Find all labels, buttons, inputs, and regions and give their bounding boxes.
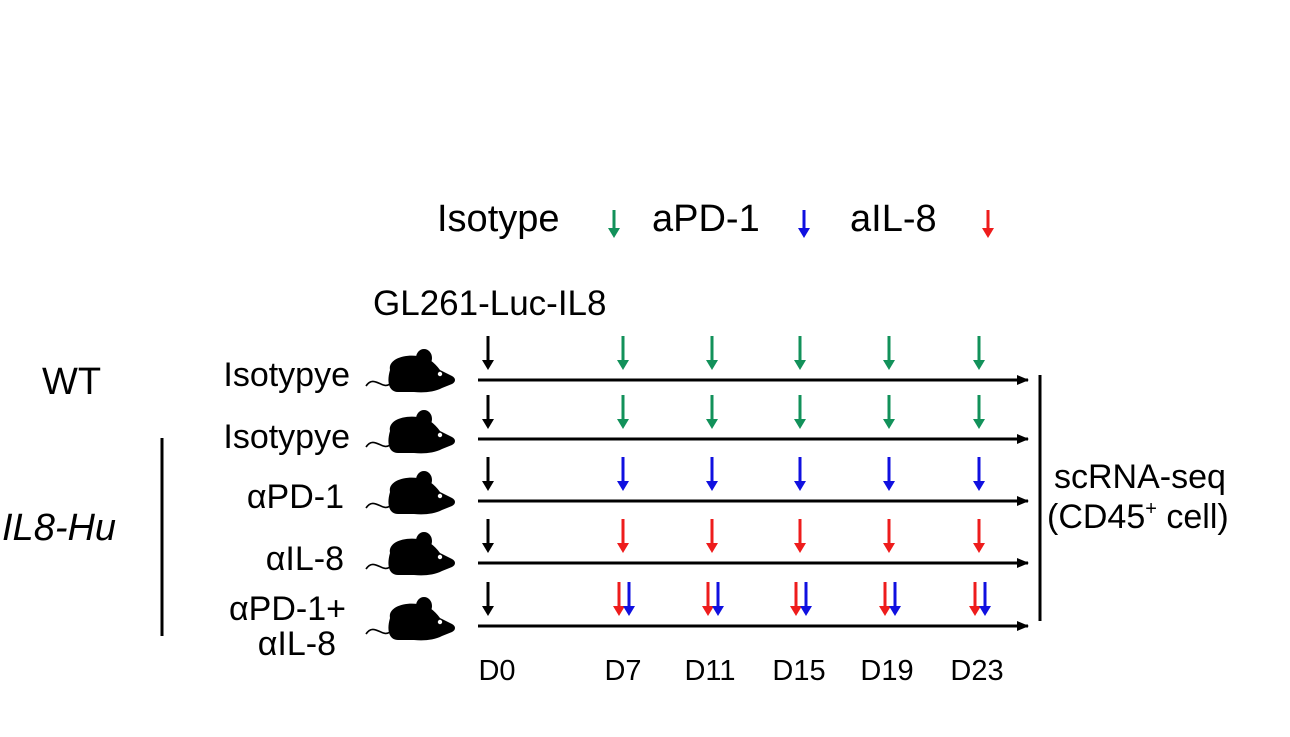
legend: Isotype aPD-1 aIL-8 xyxy=(437,198,994,240)
dose-arrow-icon xyxy=(883,395,895,429)
dose-arrow-icon xyxy=(889,582,901,616)
dose-arrow-icon xyxy=(613,582,625,616)
dose-arrow-icon xyxy=(617,336,629,370)
group-labels: Isotypye Isotypye αPD-1 αIL-8 αPD-1+ αIL… xyxy=(223,356,350,663)
readout-line2-superscript: + xyxy=(1145,498,1157,520)
dose-arrow-icon xyxy=(794,457,806,491)
dose-arrow-icon xyxy=(794,336,806,370)
injection-arrow-icon xyxy=(482,336,494,370)
dose-arrow-icon xyxy=(883,457,895,491)
dose-arrows xyxy=(482,336,991,616)
mouse-icon xyxy=(365,348,456,394)
legend-ail8-arrow-icon xyxy=(982,210,994,238)
mouse-icon xyxy=(365,596,456,642)
day-label: D11 xyxy=(684,655,735,687)
injection-arrow-icon xyxy=(482,519,494,553)
dose-arrow-icon xyxy=(617,395,629,429)
injection-arrow-icon xyxy=(482,582,494,616)
genotype-wt-label: WT xyxy=(42,361,101,403)
legend-apd1-label: aPD-1 xyxy=(652,198,760,240)
dose-arrow-icon xyxy=(790,582,802,616)
down-arrow-icon xyxy=(608,210,620,238)
legend-ail8-label: aIL-8 xyxy=(850,198,937,240)
legend-isotype-arrow-icon xyxy=(608,210,620,238)
dose-arrow-icon xyxy=(794,519,806,553)
group-label-line2: αIL-8 xyxy=(258,625,336,663)
day-label: D15 xyxy=(772,655,825,687)
day-label: D23 xyxy=(950,655,1003,687)
legend-isotype-label: Isotype xyxy=(437,198,560,240)
timelines xyxy=(478,375,1029,631)
legend-apd1-arrow-icon xyxy=(798,210,810,238)
dose-arrow-icon xyxy=(702,582,714,616)
injection-arrow-icon xyxy=(482,395,494,429)
readout-label-line2: (CD45+ cell) xyxy=(1047,498,1229,536)
injection-label: GL261-Luc-IL8 xyxy=(373,284,606,323)
dose-arrow-icon xyxy=(706,336,718,370)
dose-arrow-icon xyxy=(883,336,895,370)
mouse-icons xyxy=(365,348,456,642)
group-label: αPD-1 xyxy=(247,478,344,516)
readout-line2-suffix: cell) xyxy=(1157,498,1229,536)
genotype-il8hu-label: IL8-Hu xyxy=(2,507,116,549)
dose-arrow-icon xyxy=(706,457,718,491)
injection-arrow-icon xyxy=(482,457,494,491)
mouse-icon xyxy=(365,531,456,577)
dose-arrow-icon xyxy=(879,582,891,616)
day-label: D19 xyxy=(860,655,913,687)
group-label: Isotypye xyxy=(223,418,350,456)
dose-arrow-icon xyxy=(973,519,985,553)
dose-arrow-icon xyxy=(617,457,629,491)
dose-arrow-icon xyxy=(800,582,812,616)
down-arrow-icon xyxy=(982,210,994,238)
dose-arrow-icon xyxy=(712,582,724,616)
down-arrow-icon xyxy=(798,210,810,238)
group-label: Isotypye xyxy=(223,356,350,394)
dose-arrow-icon xyxy=(973,457,985,491)
dose-arrow-icon xyxy=(883,519,895,553)
group-label: αIL-8 xyxy=(266,540,344,578)
dose-arrow-icon xyxy=(973,336,985,370)
readout-label-line1: scRNA-seq xyxy=(1054,458,1226,496)
dose-arrow-icon xyxy=(617,519,629,553)
dose-arrow-icon xyxy=(706,519,718,553)
dose-arrow-icon xyxy=(973,395,985,429)
dose-arrow-icon xyxy=(706,395,718,429)
dose-arrow-icon xyxy=(969,582,981,616)
mouse-icon xyxy=(365,470,456,516)
dose-arrow-icon xyxy=(794,395,806,429)
day-label: D7 xyxy=(604,655,641,687)
group-label-line1: αPD-1+ xyxy=(229,590,346,628)
dose-arrow-icon xyxy=(979,582,991,616)
readout-line2-prefix: (CD45 xyxy=(1047,498,1145,536)
dose-arrow-icon xyxy=(623,582,635,616)
day-labels: D0 D7 D11 D15 D19 D23 xyxy=(478,655,1003,687)
day-label: D0 xyxy=(478,655,515,687)
mouse-icon xyxy=(365,409,456,455)
